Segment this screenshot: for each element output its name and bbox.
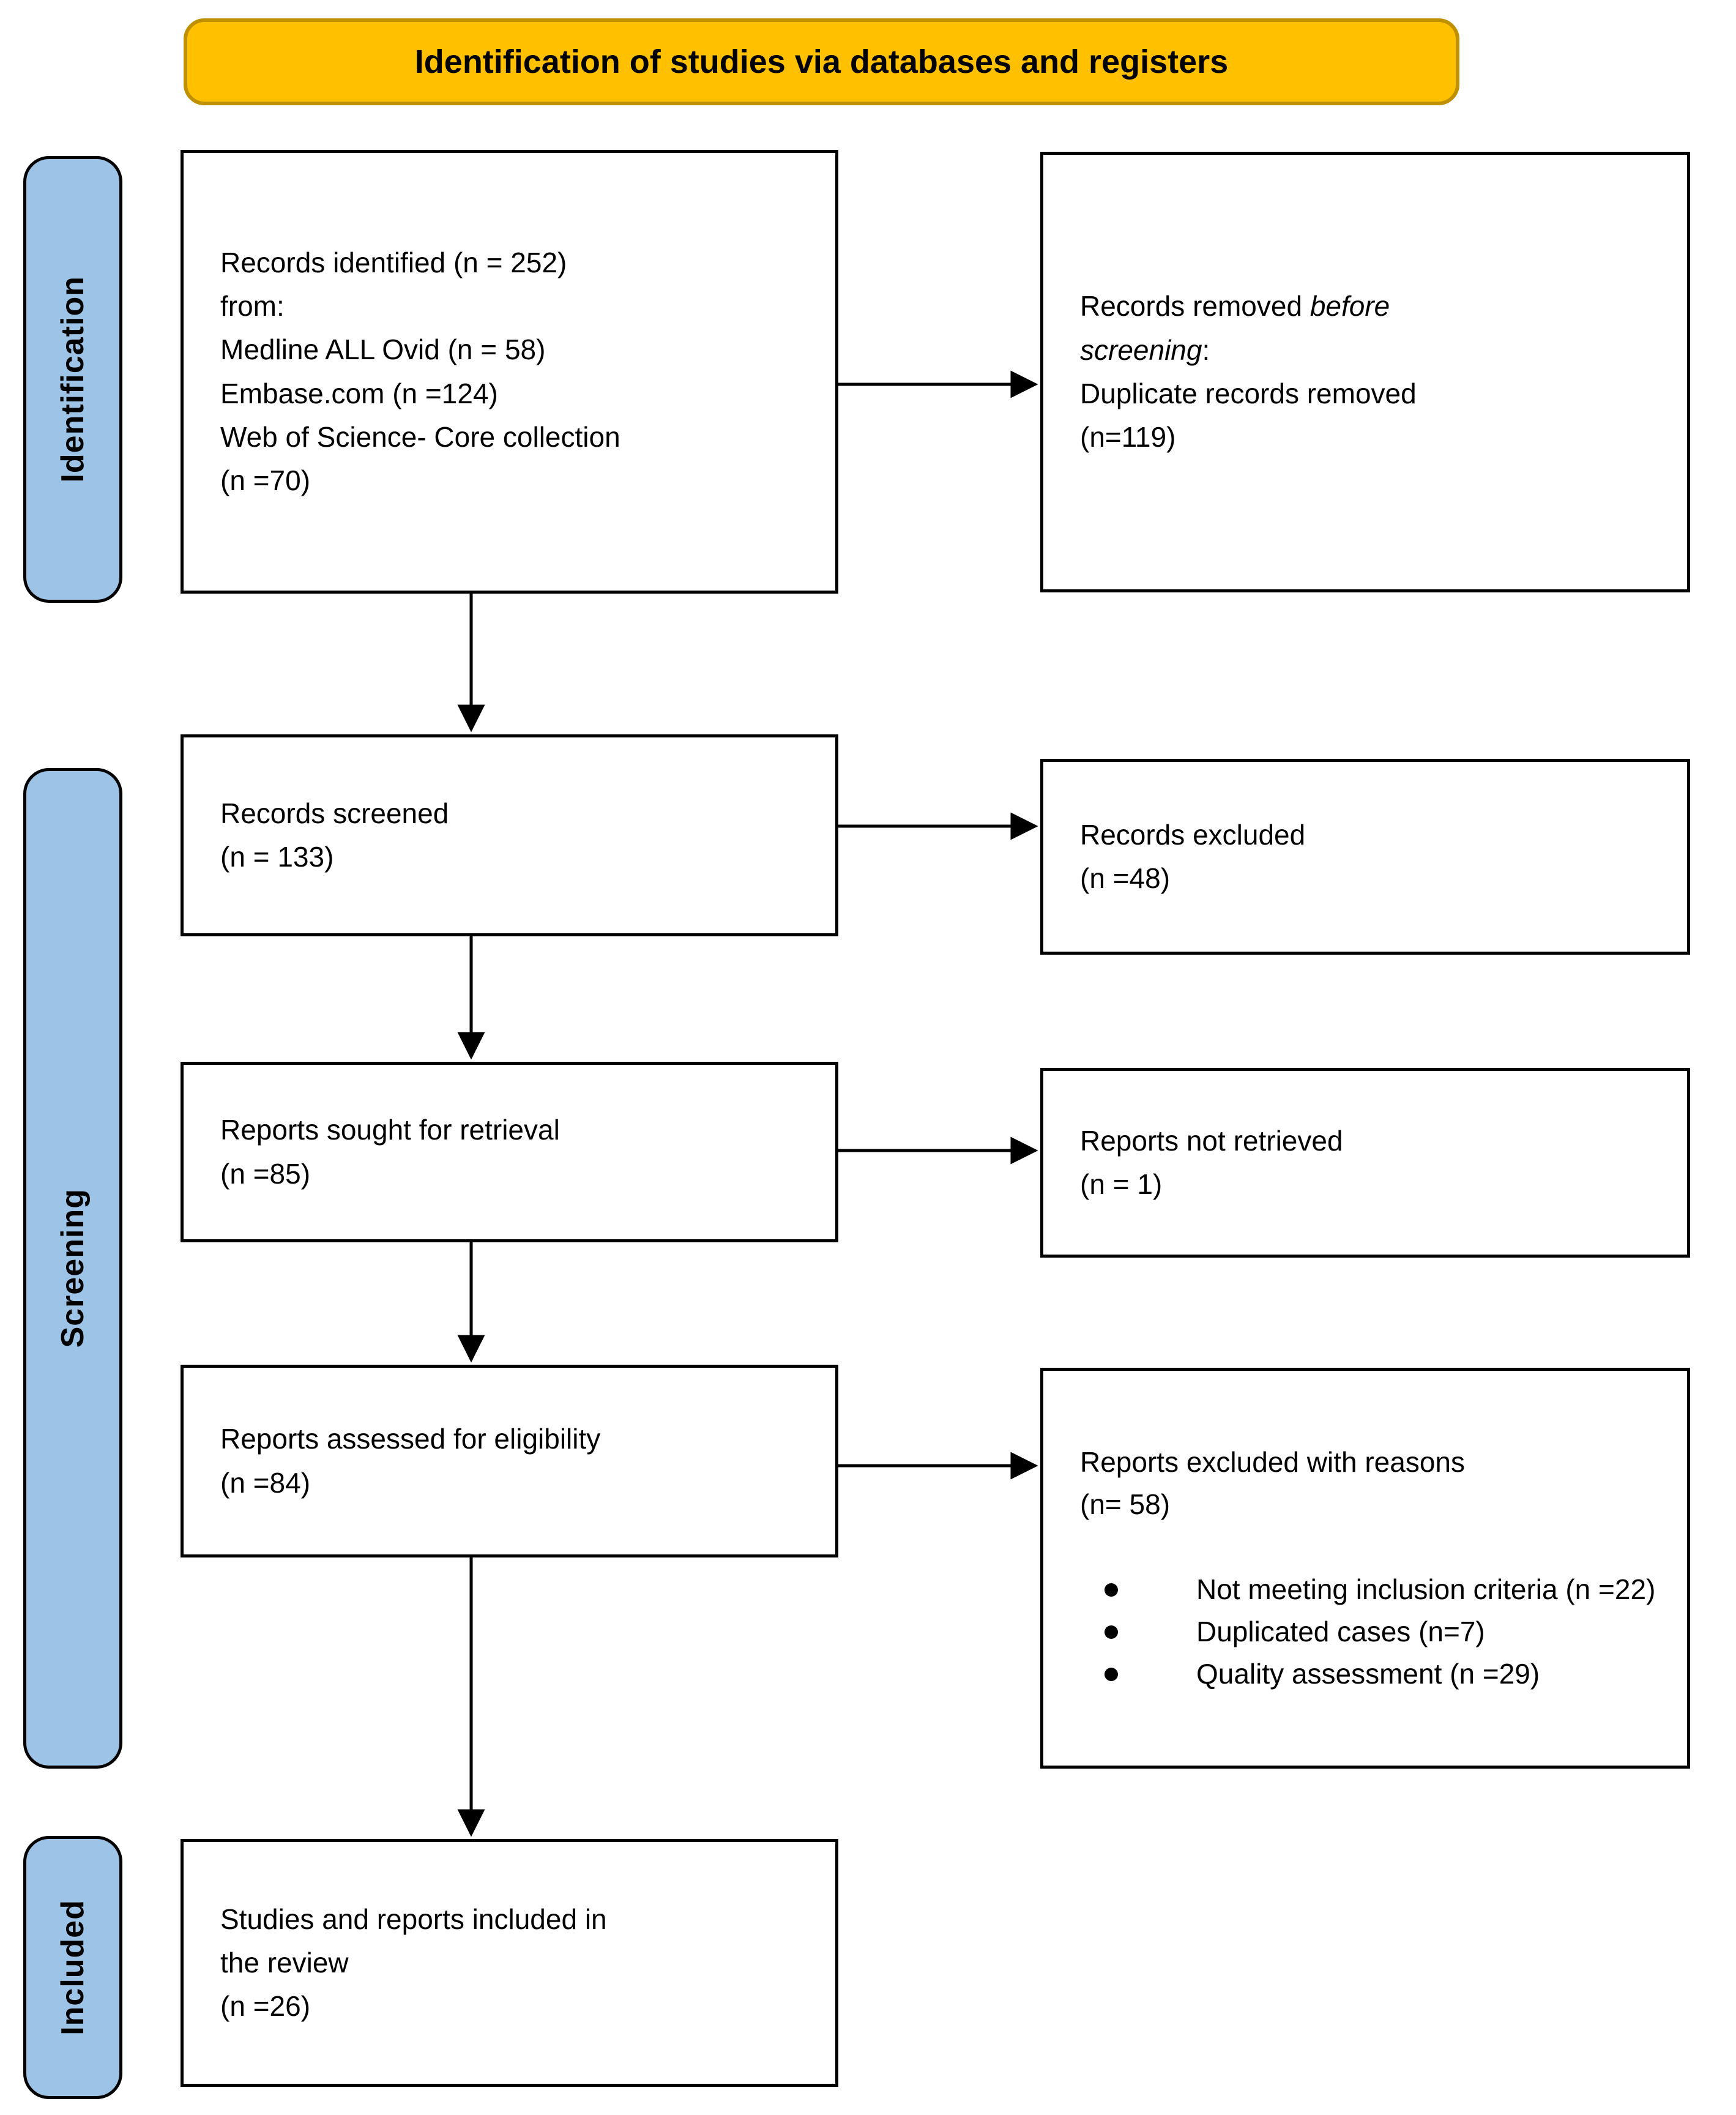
box-text-line: Records removed before — [1080, 285, 1663, 328]
box-text-segment-italic: screening — [1080, 334, 1202, 366]
box-text-line: Records screened — [220, 797, 449, 829]
phase-screening: Screening — [23, 768, 122, 1769]
box-reports-not-retrieved: Reports not retrieved (n = 1) — [1040, 1068, 1690, 1258]
phase-identification: Identification — [23, 156, 122, 603]
exclusion-reason: Quality assessment (n =29) — [1196, 1658, 1540, 1690]
exclusion-reason: Duplicated cases (n=7) — [1196, 1616, 1485, 1647]
box-reports-sought: Reports sought for retrieval (n =85) — [181, 1062, 838, 1242]
exclusion-reason: Not meeting inclusion criteria (n =22) — [1196, 1573, 1656, 1605]
phase-included: Included — [23, 1836, 122, 2099]
box-text-line: (n=119) — [1080, 421, 1176, 453]
diagram-title: Identification of studies via databases … — [414, 43, 1229, 80]
box-text-segment: Records removed — [1080, 290, 1310, 323]
phase-identification-label: Identification — [55, 276, 91, 483]
box-reports-excluded-reasons: Reports excluded with reasons (n= 58) No… — [1040, 1368, 1690, 1769]
box-text-line: from: — [220, 289, 285, 322]
box-text-line: (n= 58) — [1080, 1488, 1171, 1520]
box-records-identified: Records identified (n = 252) from: Medli… — [181, 150, 838, 594]
box-text-line: (n =26) — [220, 1990, 311, 2023]
box-text-line: (n =85) — [220, 1157, 311, 1190]
box-text-segment-italic: before — [1309, 290, 1390, 323]
box-text-line: Studies and reports included in — [220, 1903, 607, 1935]
box-text-line: (n = 133) — [220, 841, 334, 873]
box-records-screened: Records screened (n = 133) — [181, 734, 838, 936]
bullet-icon — [1105, 1625, 1118, 1639]
box-text-line: (n =70) — [220, 464, 311, 497]
box-records-removed: Records removed before screening: Duplic… — [1040, 152, 1690, 592]
box-text-line: Reports assessed for eligibility — [220, 1423, 601, 1455]
exclusion-reason-list: Not meeting inclusion criteria (n =22) D… — [1098, 1569, 1663, 1695]
phase-included-label: Included — [55, 1900, 91, 2035]
list-item: Duplicated cases (n=7) — [1098, 1611, 1663, 1653]
box-text-line: the review — [220, 1946, 349, 1979]
bullet-icon — [1105, 1668, 1118, 1681]
box-text-line: Duplicate records removed — [1080, 378, 1417, 409]
box-text-segment: : — [1202, 334, 1210, 366]
box-text-line: screening: — [1080, 329, 1663, 372]
box-text-line: Web of Science- Core collection — [220, 420, 620, 453]
box-text-line: Reports sought for retrieval — [220, 1114, 560, 1146]
box-reports-assessed: Reports assessed for eligibility (n =84) — [181, 1365, 838, 1557]
phase-screening-label: Screening — [55, 1188, 91, 1348]
box-text-line: (n =84) — [220, 1466, 311, 1499]
box-records-excluded: Records excluded (n =48) — [1040, 759, 1690, 955]
box-studies-included: Studies and reports included in the revi… — [181, 1839, 838, 2087]
box-text-line: Medline ALL Ovid (n = 58) — [220, 334, 546, 366]
box-text-line: Records identified (n = 252) — [220, 246, 567, 278]
list-item: Quality assessment (n =29) — [1098, 1653, 1663, 1695]
box-text-line: (n = 1) — [1080, 1168, 1163, 1200]
diagram-title-banner: Identification of studies via databases … — [184, 18, 1459, 105]
box-text-line: Embase.com (n =124) — [220, 377, 498, 409]
box-text-line: Reports excluded with reasons — [1080, 1446, 1465, 1478]
box-text-line: Reports not retrieved — [1080, 1124, 1343, 1157]
list-item: Not meeting inclusion criteria (n =22) — [1098, 1569, 1663, 1611]
box-text-line: (n =48) — [1080, 862, 1171, 894]
box-text-line: Records excluded — [1080, 818, 1306, 851]
bullet-icon — [1105, 1583, 1118, 1597]
